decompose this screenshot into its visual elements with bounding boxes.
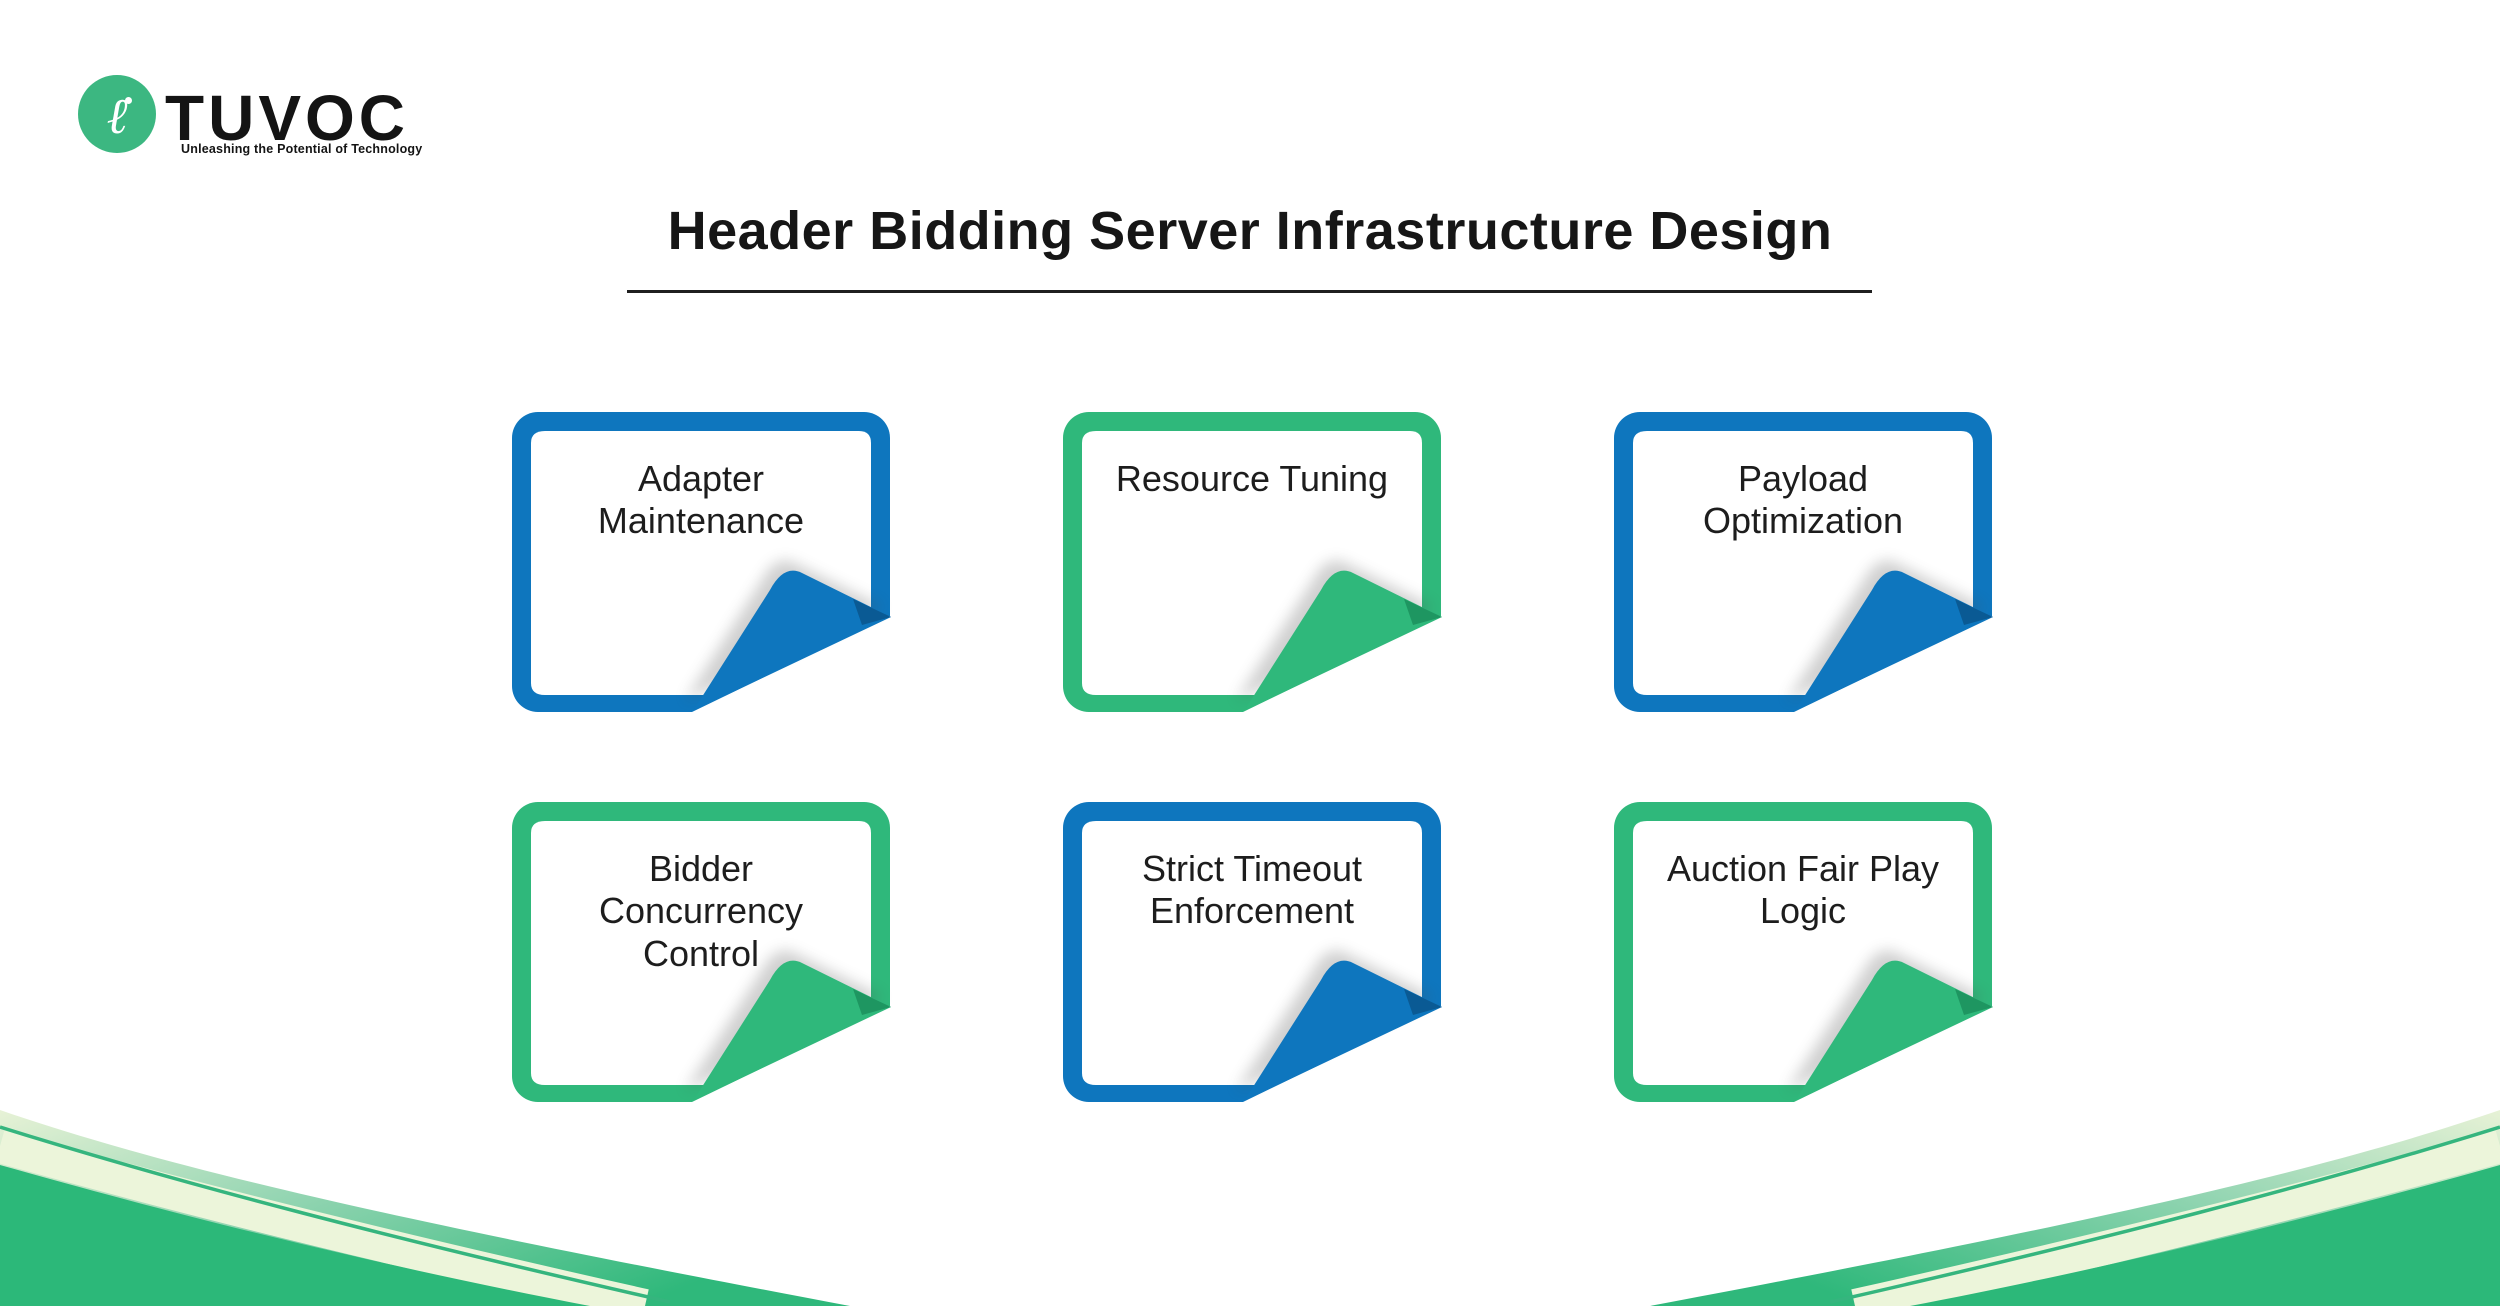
card-label: Resource Tuning	[1115, 458, 1389, 499]
logo-script-t-icon: ℓ	[106, 87, 128, 145]
page-title: Header Bidding Server Infrastructure Des…	[667, 201, 1833, 261]
folded-note-shape	[512, 412, 891, 712]
card-label: Auction Fair Play Logic	[1666, 848, 1940, 932]
card-bidder-concurrency-control: Bidder Concurrency Control	[512, 802, 891, 1102]
card-label: Payload Optimization	[1702, 458, 1904, 542]
folded-note-shape	[1614, 412, 1993, 712]
card-label: Strict Timeout Enforcement	[1141, 848, 1363, 932]
folded-note-shape	[1063, 412, 1442, 712]
folded-note-shape	[1614, 802, 1993, 1102]
folded-note-shape	[1063, 802, 1442, 1102]
logo-dot	[125, 97, 132, 104]
corner-wave-right	[1650, 1110, 2500, 1306]
card-resource-tuning: Resource Tuning	[1063, 412, 1442, 712]
card-strict-timeout-enforcement: Strict Timeout Enforcement	[1063, 802, 1442, 1102]
brand-name: TUVOC	[165, 82, 409, 154]
card-auction-fair-play-logic: Auction Fair Play Logic	[1614, 802, 1993, 1102]
card-label: Adapter Maintenance	[597, 458, 805, 542]
brand-tagline: Unleashing the Potential of Technology	[181, 142, 423, 156]
brand-logo: ℓ TUVOC Unleashing the Potential of Tech…	[75, 68, 495, 178]
card-label: Bidder Concurrency Control	[598, 848, 804, 974]
card-adapter-maintenance: Adapter Maintenance	[512, 412, 891, 712]
card-payload-optimization: Payload Optimization	[1614, 412, 1993, 712]
title-underline	[627, 290, 1872, 293]
corner-wave-left	[0, 1110, 850, 1306]
logo-circle: ℓ	[78, 75, 156, 153]
folded-note-shape	[512, 802, 891, 1102]
